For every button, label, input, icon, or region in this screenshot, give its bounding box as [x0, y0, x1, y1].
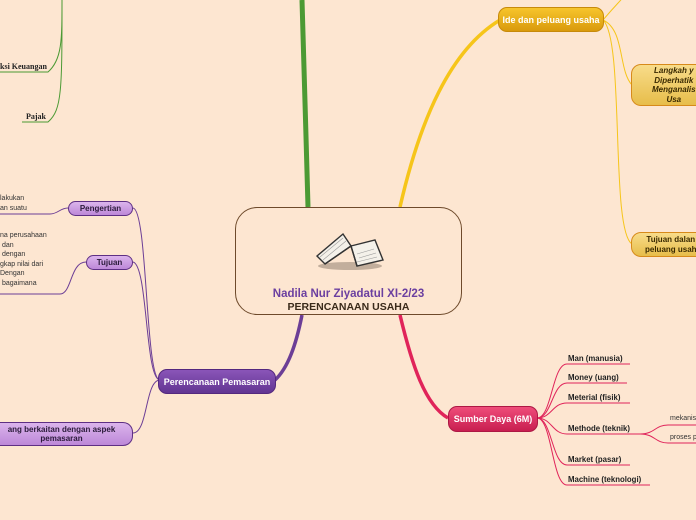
sd-item-material[interactable]: Meterial (fisik)	[568, 393, 621, 402]
subtopic-tujuan-peluang[interactable]: Tujuan dalan peluang usah	[631, 232, 696, 257]
topic-sumber-daya-label: Sumber Daya (6M)	[453, 414, 533, 424]
tujuan-connector	[0, 261, 87, 295]
subtopic-langkah[interactable]: Langkah y Diperhatik Menganalis Usa	[631, 64, 696, 106]
sd-connector-5	[536, 417, 630, 466]
topic-ide-label: Ide dan peluang usaha	[502, 14, 600, 25]
subtopic-tujuan[interactable]: Tujuan	[86, 255, 133, 270]
green-item-keuangan[interactable]: ksi Keuangan	[0, 62, 47, 71]
sd-connector-3	[536, 402, 630, 419]
topic-perencanaan-pemasaran[interactable]: Perencanaan Pemasaran	[158, 369, 276, 394]
topic-pemasaran-label: Perencanaan Pemasaran	[163, 376, 271, 387]
sd-connector-4	[536, 417, 640, 435]
methode-child-mekanis[interactable]: mekanis	[670, 415, 696, 422]
ide-connector-3	[602, 19, 633, 245]
sd-connector-1	[536, 363, 630, 419]
pemasaran-connector-3	[132, 379, 161, 434]
subtopic-pengertian-label: Pengertian	[79, 203, 122, 213]
branch-yellow	[398, 18, 501, 208]
tujuan-text-fragment: na perusahaan dan dengan gkap nilai dari…	[0, 232, 47, 287]
subtopic-tujuan-peluang-label: Tujuan dalan peluang usah	[645, 235, 696, 254]
open-book-icon	[315, 232, 384, 270]
green-connector-2	[22, 0, 63, 123]
topic-sumber-daya[interactable]: Sumber Daya (6M)	[448, 406, 538, 432]
sd-item-machine[interactable]: Machine (teknologi)	[568, 475, 642, 484]
green-item-pajak[interactable]: Pajak	[26, 112, 46, 121]
sd-item-money[interactable]: Money (uang)	[568, 373, 619, 382]
subtopic-tujuan-label: Tujuan	[96, 257, 123, 267]
pemasaran-connector-2	[132, 261, 161, 381]
sd-connector-6	[536, 417, 650, 486]
pengertian-connector	[0, 207, 69, 215]
pengertian-text-fragment: lakukan an suatu	[0, 195, 27, 212]
methode-child-proses[interactable]: proses p	[670, 434, 696, 441]
branch-purple	[273, 314, 304, 382]
topic-ide-peluang-usaha[interactable]: Ide dan peluang usaha	[498, 7, 604, 32]
branch-green	[299, 0, 311, 208]
subtopic-langkah-label: Langkah y Diperhatik Menganalis Usa	[652, 66, 696, 104]
subtopic-aspek-pemasaran[interactable]: ang berkaitan dengan aspek pemasaran	[0, 422, 133, 446]
branch-red	[398, 314, 449, 420]
sd-item-methode[interactable]: Methode (teknik)	[568, 424, 630, 433]
methode-connector-1	[639, 424, 696, 435]
ide-connector-1	[602, 0, 622, 21]
subtopic-aspek-label: ang berkaitan dengan aspek pemasaran	[7, 424, 116, 444]
central-title: PERENCANAAN USAHA	[287, 301, 410, 313]
pemasaran-connector-1	[132, 207, 161, 381]
sd-connector-2	[536, 382, 627, 419]
methode-connector-2	[639, 433, 696, 444]
ide-connector-2	[602, 19, 633, 86]
sd-item-man[interactable]: Man (manusia)	[568, 354, 623, 363]
subtopic-pengertian[interactable]: Pengertian	[68, 201, 133, 216]
central-author: Nadila Nur Ziyadatul XI-2/23	[272, 288, 425, 300]
central-topic[interactable]: Nadila Nur Ziyadatul XI-2/23 PERENCANAAN…	[235, 207, 462, 315]
sd-item-market[interactable]: Market (pasar)	[568, 455, 622, 464]
